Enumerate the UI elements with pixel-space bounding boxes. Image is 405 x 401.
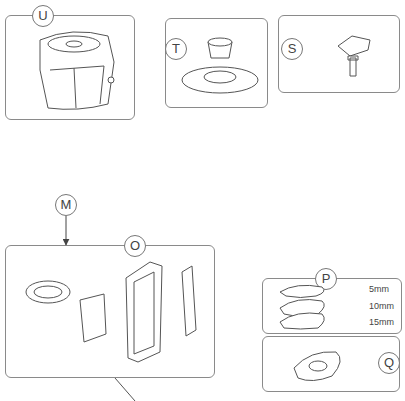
- callout-letter: U: [32, 5, 54, 27]
- frame-part: [126, 262, 162, 362]
- frame-detail: [134, 272, 154, 354]
- ring-part: [26, 281, 70, 303]
- callout-letter: S: [281, 38, 303, 60]
- cover-part: [80, 294, 106, 342]
- size-label: 10mm: [369, 301, 394, 311]
- part-box: P5mm10mm15mm: [262, 278, 402, 334]
- ring-inner: [34, 286, 62, 298]
- part-box: Q: [262, 336, 400, 392]
- strip-part: [182, 266, 196, 336]
- cage-part: [40, 32, 114, 110]
- clip-part: [338, 36, 370, 56]
- washer-inner: [204, 71, 236, 83]
- callout-arrow: [66, 216, 67, 245]
- part-box: T: [165, 18, 268, 108]
- cage-face: [50, 66, 104, 108]
- bolt-head: [208, 38, 232, 46]
- size-label: 5mm: [369, 284, 389, 294]
- part-box: O: [5, 245, 215, 378]
- spacer-5: [280, 285, 324, 297]
- screw-part: [348, 56, 358, 76]
- part-box: U: [5, 15, 135, 120]
- callout-circle: M: [55, 194, 77, 216]
- cage-opening: [48, 36, 100, 52]
- callout-letter: Q: [378, 352, 400, 374]
- callout-letter: M: [55, 194, 77, 216]
- pad-hole: [309, 361, 327, 371]
- size-label: 15mm: [369, 317, 394, 327]
- spacer-10: [280, 300, 324, 316]
- spacer-15: [280, 313, 324, 329]
- pad-part: [294, 352, 340, 381]
- cage-hole: [66, 41, 82, 47]
- cage-pin: [108, 77, 114, 83]
- leader-line: [115, 378, 135, 401]
- callout-letter: T: [165, 38, 187, 60]
- callout-letter: O: [124, 235, 146, 257]
- part-box: S: [278, 15, 400, 93]
- bolt-part: [208, 42, 232, 58]
- washer-part: [182, 67, 258, 93]
- callout-letter: P: [315, 268, 337, 290]
